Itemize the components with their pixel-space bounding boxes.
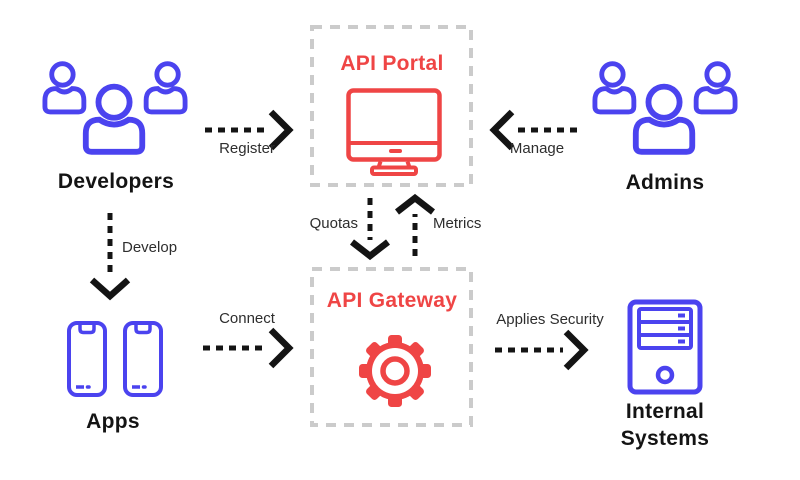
phones-icon [67, 321, 163, 397]
register-arrow [205, 109, 294, 151]
developers-users-group-icon [42, 61, 188, 158]
internal-systems-label-line1: Internal [625, 400, 705, 423]
develop-label: Develop [122, 239, 178, 256]
admins-label: Admins [625, 171, 705, 194]
connect-label: Connect [219, 310, 275, 327]
monitor-icon [346, 88, 442, 176]
admins-users-group-icon [592, 61, 738, 158]
manage-arrow [489, 109, 577, 151]
api-gateway-box [310, 267, 473, 427]
internal-systems-label: Internal Systems [595, 398, 735, 452]
quotas-label: Quotas [309, 215, 358, 232]
applies-security-label: Applies Security [496, 311, 604, 328]
server-icon [627, 299, 703, 395]
develop-arrow [89, 213, 131, 301]
metrics-arrow [395, 193, 435, 256]
apps-label: Apps [86, 410, 140, 433]
applies-security-arrow [495, 329, 589, 371]
api-portal-box [310, 25, 473, 187]
quotas-arrow [350, 198, 390, 261]
internal-systems-label-line2: Systems [620, 427, 710, 450]
developers-label: Developers [57, 170, 175, 193]
api-portal-title: API Portal [340, 52, 444, 75]
connect-arrow [203, 327, 294, 369]
manage-label: Manage [509, 140, 565, 157]
register-label: Register [219, 140, 275, 157]
gear-icon [359, 335, 431, 407]
metrics-label: Metrics [433, 215, 482, 232]
api-gateway-title: API Gateway [326, 289, 458, 312]
